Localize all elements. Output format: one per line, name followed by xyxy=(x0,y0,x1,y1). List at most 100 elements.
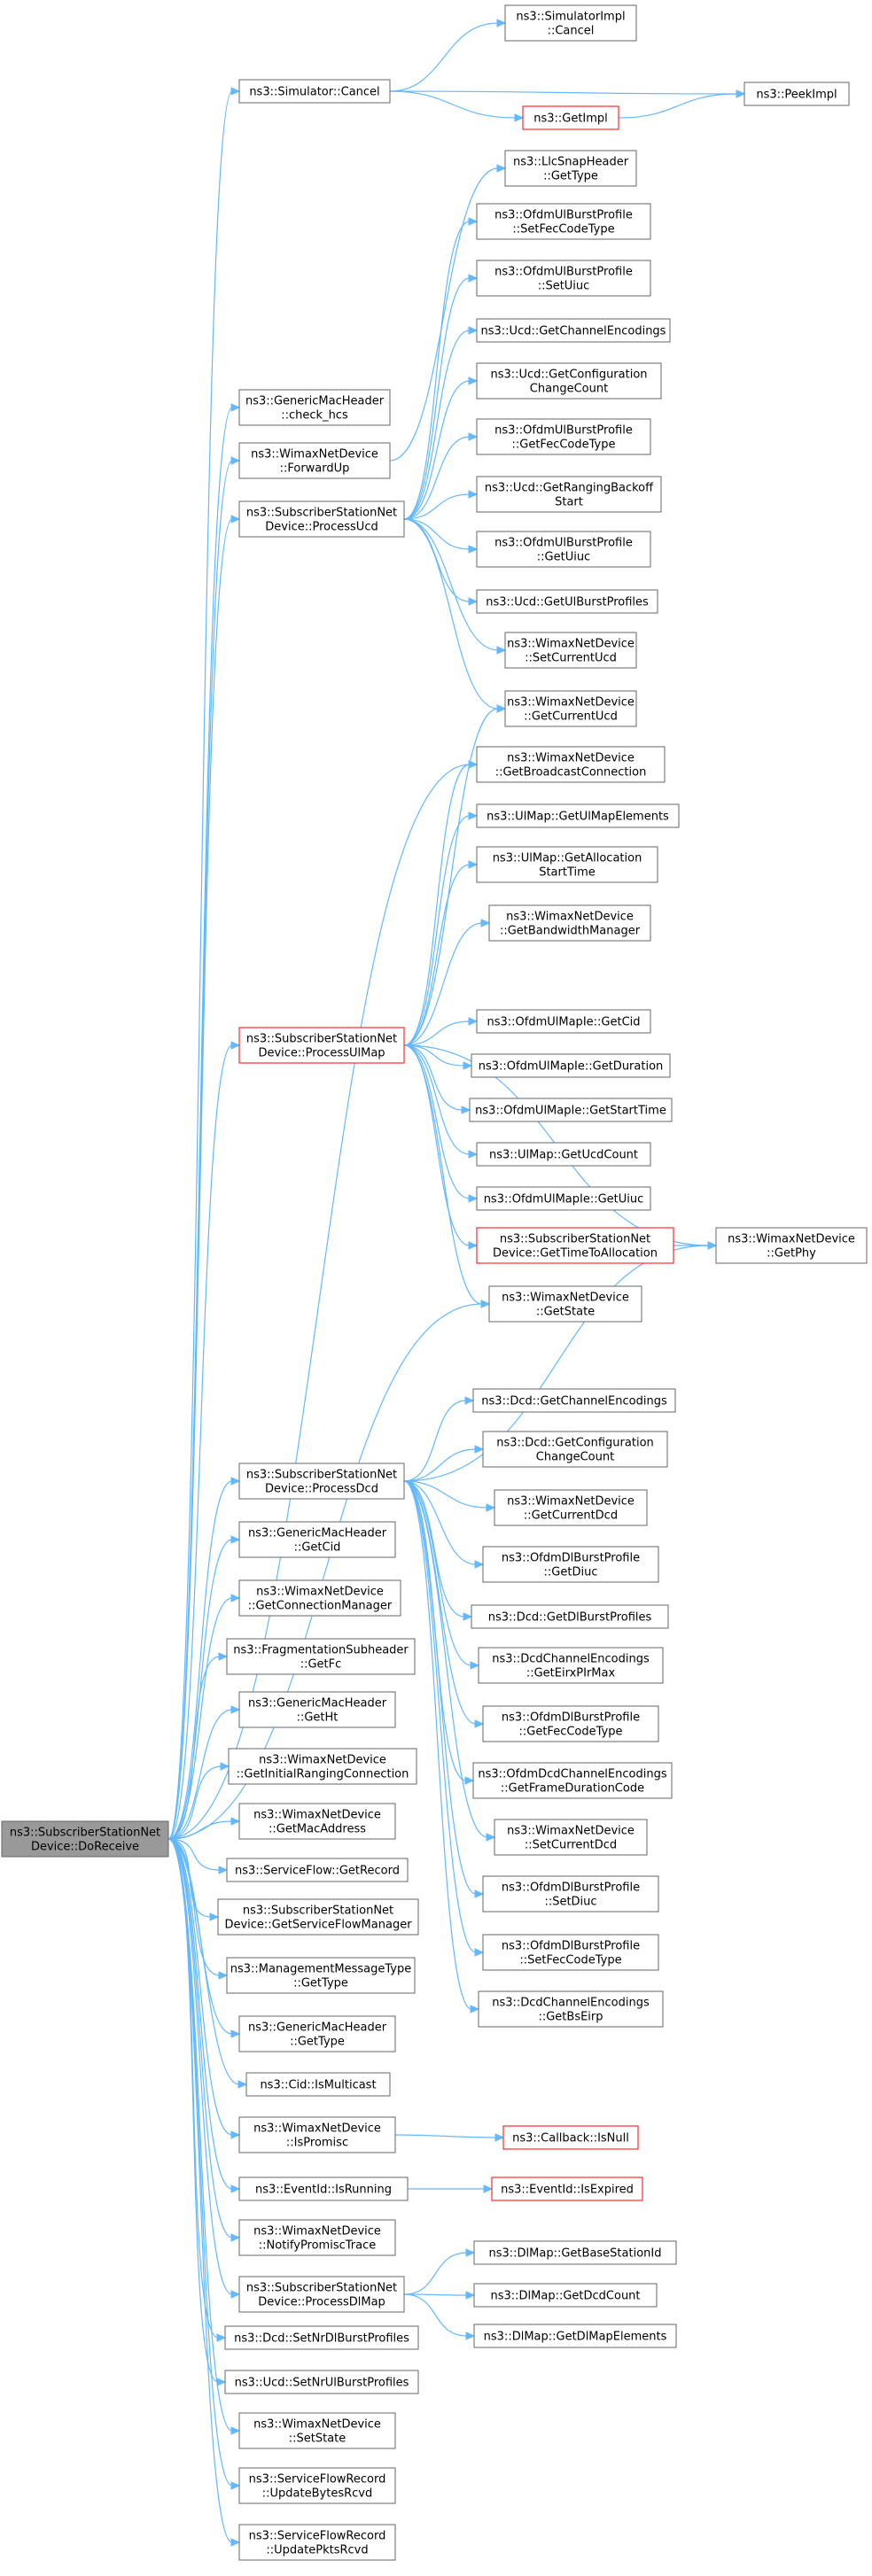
node-label: ns3::WimaxNetDevice xyxy=(253,2122,381,2136)
node-wimax-notifypromisc[interactable]: ns3::WimaxNetDevice::NotifyPromiscTrace xyxy=(238,2219,396,2256)
node-label: ChangeCount xyxy=(530,383,608,396)
node-label: ns3::Cid::IsMulticast xyxy=(260,2079,376,2092)
node-serviceflow-getrecord[interactable]: ns3::ServiceFlow::GetRecord xyxy=(226,1858,409,1882)
node-wimax-getbwmanager[interactable]: ns3::WimaxNetDevice::GetBandwidthManager xyxy=(488,904,651,942)
node-box xyxy=(744,81,850,106)
node-simulatorimpl-cancel[interactable]: ns3::SimulatorImpl::Cancel xyxy=(504,4,637,42)
node-label: ns3::EventId::IsExpired xyxy=(501,2184,634,2197)
node-dcd-getchannelenc[interactable]: ns3::Dcd::GetChannelEncodings xyxy=(472,1388,676,1413)
node-label: ns3::WimaxNetDevice xyxy=(253,1809,381,1822)
node-frag-getfc[interactable]: ns3::FragmentationSubheader::GetFc xyxy=(226,1638,416,1675)
node-dcd-setnrdl[interactable]: ns3::Dcd::SetNrDlBurstProfiles xyxy=(224,2325,419,2350)
call-edge xyxy=(403,1480,488,1838)
node-box xyxy=(478,1647,664,1684)
node-wimax-getcurrentdcd[interactable]: ns3::WimaxNetDevice::GetCurrentDcd xyxy=(494,1489,648,1526)
node-ulmapie-getuiuc[interactable]: ns3::OfdmUlMapIe::GetUiuc xyxy=(476,1186,651,1211)
node-ucd-setnrul[interactable]: ns3::Ucd::SetNrUlBurstProfiles xyxy=(224,2370,419,2394)
node-wimax-getinitialranging[interactable]: ns3::WimaxNetDevice::GetInitialRangingCo… xyxy=(228,1748,417,1785)
node-dlburst-getfec[interactable]: ns3::OfdmDlBurstProfile::GetFecCodeType xyxy=(482,1705,659,1742)
node-dlmap-getdcdcount[interactable]: ns3::DlMap::GetDcdCount xyxy=(473,2283,658,2308)
node-ulmapie-getstarttime[interactable]: ns3::OfdmUlMapIe::GetStartTime xyxy=(469,1098,673,1122)
node-wimax-setcurrentucd[interactable]: ns3::WimaxNetDevice::SetCurrentUcd xyxy=(504,632,637,669)
node-dlburst-setfec[interactable]: ns3::OfdmDlBurstProfile::SetFecCodeType xyxy=(482,1934,659,1971)
node-label: ns3::OfdmUlBurstProfile xyxy=(494,537,633,550)
node-wimax-ispromisc[interactable]: ns3::WimaxNetDevice::IsPromisc xyxy=(238,2116,396,2153)
node-mgmt-gettype[interactable]: ns3::ManagementMessageType::GetType xyxy=(226,1957,416,1994)
arrowhead xyxy=(496,704,507,713)
node-ulburst-setuiuc[interactable]: ns3::OfdmUlBurstProfile::SetUiuc xyxy=(476,260,651,297)
node-dlmap-getbasestation[interactable]: ns3::DlMap::GetBaseStationId xyxy=(473,2240,677,2265)
node-label: ::GetCurrentDcd xyxy=(524,1509,618,1523)
node-ucd-getchannelenc[interactable]: ns3::Ucd::GetChannelEncodings xyxy=(476,318,671,343)
node-label: ns3::Dcd::GetDlBurstProfiles xyxy=(488,1611,652,1625)
node-callback-isnull[interactable]: ns3::Callback::IsNull xyxy=(502,2125,639,2150)
node-ulmapie-getduration[interactable]: ns3::OfdmUlMapIe::GetDuration xyxy=(471,1053,671,1078)
node-sfrecord-updatebytes[interactable]: ns3::ServiceFlowRecord::UpdateBytesRcvd xyxy=(238,2467,396,2504)
node-generic-getht[interactable]: ns3::GenericMacHeader::GetHt xyxy=(238,1691,396,1728)
node-ucd-getulburstprofiles[interactable]: ns3::Ucd::GetUlBurstProfiles xyxy=(476,589,658,614)
node-wimax-getconnmanager[interactable]: ns3::WimaxNetDevice::GetConnectionManage… xyxy=(238,1579,401,1617)
node-ofdmdcdchan-getframedur[interactable]: ns3::OfdmDcdChannelEncodings::GetFrameDu… xyxy=(472,1762,673,1799)
arrowhead xyxy=(230,515,241,524)
node-simulator-cancel[interactable]: ns3::Simulator::Cancel xyxy=(238,79,391,104)
node-get-sf-manager[interactable]: ns3::SubscriberStationNetDevice::GetServ… xyxy=(217,1898,419,1936)
node-ulmapie-getcid[interactable]: ns3::OfdmUlMapIe::GetCid xyxy=(476,1009,651,1034)
node-do-receive[interactable]: ns3::SubscriberStationNetDevice::DoRecei… xyxy=(1,1820,169,1858)
node-dlburst-getdiuc[interactable]: ns3::OfdmDlBurstProfile::GetDiuc xyxy=(482,1546,659,1583)
node-process-ulmap[interactable]: ns3::SubscriberStationNetDevice::Process… xyxy=(238,1027,405,1064)
node-sfrecord-updatepkts[interactable]: ns3::ServiceFlowRecord::UpdatePktsRcvd xyxy=(238,2524,396,2561)
node-label: ::GetCurrentUcd xyxy=(524,710,618,724)
node-wimax-getmacaddress[interactable]: ns3::WimaxNetDevice::GetMacAddress xyxy=(238,1803,396,1840)
node-wimax-getstate[interactable]: ns3::WimaxNetDevice::GetState xyxy=(488,1285,642,1323)
arrowhead xyxy=(230,1594,241,1602)
arrowhead xyxy=(474,1445,485,1454)
node-dcd-getdlburstprofiles[interactable]: ns3::Dcd::GetDlBurstProfiles xyxy=(471,1604,669,1629)
node-box xyxy=(238,2467,396,2504)
node-generic-check-hcs[interactable]: ns3::GenericMacHeader::check_hcs xyxy=(238,389,391,426)
node-generic-gettype[interactable]: ns3::GenericMacHeader::GetType xyxy=(238,2015,396,2052)
node-generic-getcid[interactable]: ns3::GenericMacHeader::GetCid xyxy=(238,1521,396,1558)
node-cid-ismulticast[interactable]: ns3::Cid::IsMulticast xyxy=(245,2072,391,2097)
node-ulburst-getfec[interactable]: ns3::OfdmUlBurstProfile::GetFecCodeType xyxy=(476,418,651,455)
node-box xyxy=(482,1431,668,1468)
node-process-dlmap[interactable]: ns3::SubscriberStationNetDevice::Process… xyxy=(238,2276,405,2313)
node-dcdchan-getbseirp[interactable]: ns3::DcdChannelEncodings::GetBsEirp xyxy=(478,1990,664,2028)
node-llcsnap-gettype[interactable]: ns3::LlcSnapHeader::GetType xyxy=(504,150,637,187)
node-eventid-isrunning[interactable]: ns3::EventId::IsRunning xyxy=(238,2176,409,2201)
node-wimax-getbroadcastconn[interactable]: ns3::WimaxNetDevice::GetBroadcastConnect… xyxy=(476,746,666,783)
node-wimax-setstate[interactable]: ns3::WimaxNetDevice::SetState xyxy=(238,2412,396,2449)
node-label: ns3::WimaxNetDevice xyxy=(507,696,635,710)
node-get-impl[interactable]: ns3::GetImpl xyxy=(522,105,619,130)
node-dlmap-getdlmapelements[interactable]: ns3::DlMap::GetDlMapElements xyxy=(473,2324,677,2348)
node-box xyxy=(476,531,651,568)
node-label: Device::DoReceive xyxy=(31,1841,139,1854)
call-edge xyxy=(403,1020,471,1046)
node-process-ucd[interactable]: ns3::SubscriberStationNetDevice::Process… xyxy=(238,500,405,538)
node-dcdchan-geteirx[interactable]: ns3::DcdChannelEncodings::GetEirxPIrMax xyxy=(478,1647,664,1684)
node-wimax-getcurrentucd[interactable]: ns3::WimaxNetDevice::GetCurrentUcd xyxy=(504,690,637,727)
node-dlburst-setdiuc[interactable]: ns3::OfdmDlBurstProfile::SetDiuc xyxy=(482,1875,659,1913)
node-ulburst-getuiuc[interactable]: ns3::OfdmUlBurstProfile::GetUiuc xyxy=(476,531,651,568)
node-box xyxy=(226,1858,409,1882)
node-label: ns3::OfdmUlBurstProfile xyxy=(494,209,633,222)
arrowhead xyxy=(230,1705,241,1714)
node-ulmap-getulmapelements[interactable]: ns3::UlMap::GetUlMapElements xyxy=(476,803,680,828)
node-label: ::SetDiuc xyxy=(544,1896,596,1909)
node-box xyxy=(238,1521,396,1558)
node-process-dcd[interactable]: ns3::SubscriberStationNetDevice::Process… xyxy=(238,1463,405,1500)
node-ulmap-getucdcount[interactable]: ns3::UlMap::GetUcdCount xyxy=(476,1142,651,1167)
node-wimax-forwardup[interactable]: ns3::WimaxNetDevice::ForwardUp xyxy=(238,442,391,479)
node-wimax-getphy[interactable]: ns3::WimaxNetDevice::GetPhy xyxy=(715,1227,868,1264)
node-ulburst-setfec[interactable]: ns3::OfdmUlBurstProfile::SetFecCodeType xyxy=(476,203,651,240)
node-wimax-setcurrentdcd[interactable]: ns3::WimaxNetDevice::SetCurrentDcd xyxy=(494,1819,648,1856)
node-box xyxy=(469,1098,673,1122)
node-eventid-isexpired[interactable]: ns3::EventId::IsExpired xyxy=(491,2176,643,2201)
node-label: ::Cancel xyxy=(548,25,595,38)
node-peek-impl[interactable]: ns3::PeekImpl xyxy=(744,81,850,106)
node-gettimetoallocation[interactable]: ns3::SubscriberStationNetDevice::GetTime… xyxy=(476,1227,674,1264)
